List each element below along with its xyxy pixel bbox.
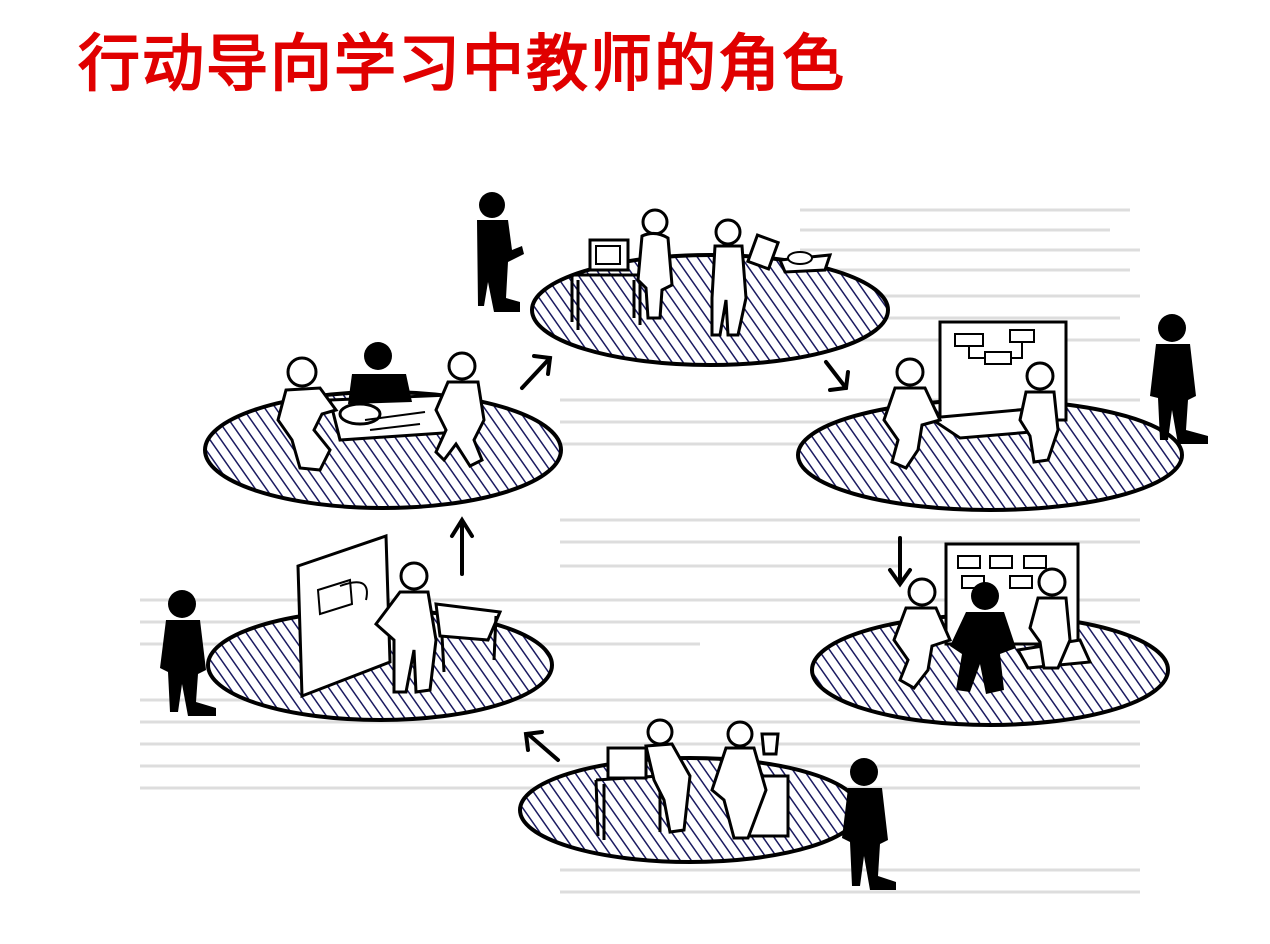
cycle-arrows bbox=[450, 354, 912, 762]
station-computer-work bbox=[518, 718, 862, 864]
arrow-icon bbox=[520, 354, 553, 390]
background-text-lines bbox=[140, 208, 1140, 894]
station-practical-work bbox=[810, 542, 1170, 727]
arrow-icon bbox=[824, 360, 850, 392]
teacher-figure bbox=[1150, 314, 1208, 444]
page-title: 行动导向学习中教师的角色 bbox=[78, 27, 847, 100]
arrow-icon bbox=[450, 516, 474, 576]
teacher-figure bbox=[842, 758, 896, 890]
arrow-icon bbox=[523, 730, 560, 762]
station-presentation bbox=[206, 533, 554, 722]
station-planning bbox=[530, 208, 890, 367]
station-teacher-consult bbox=[796, 320, 1184, 512]
teacher-figure bbox=[477, 192, 524, 312]
teacher-figure bbox=[160, 590, 216, 716]
station-design-discussion bbox=[203, 342, 563, 510]
arrow-icon bbox=[888, 536, 912, 588]
